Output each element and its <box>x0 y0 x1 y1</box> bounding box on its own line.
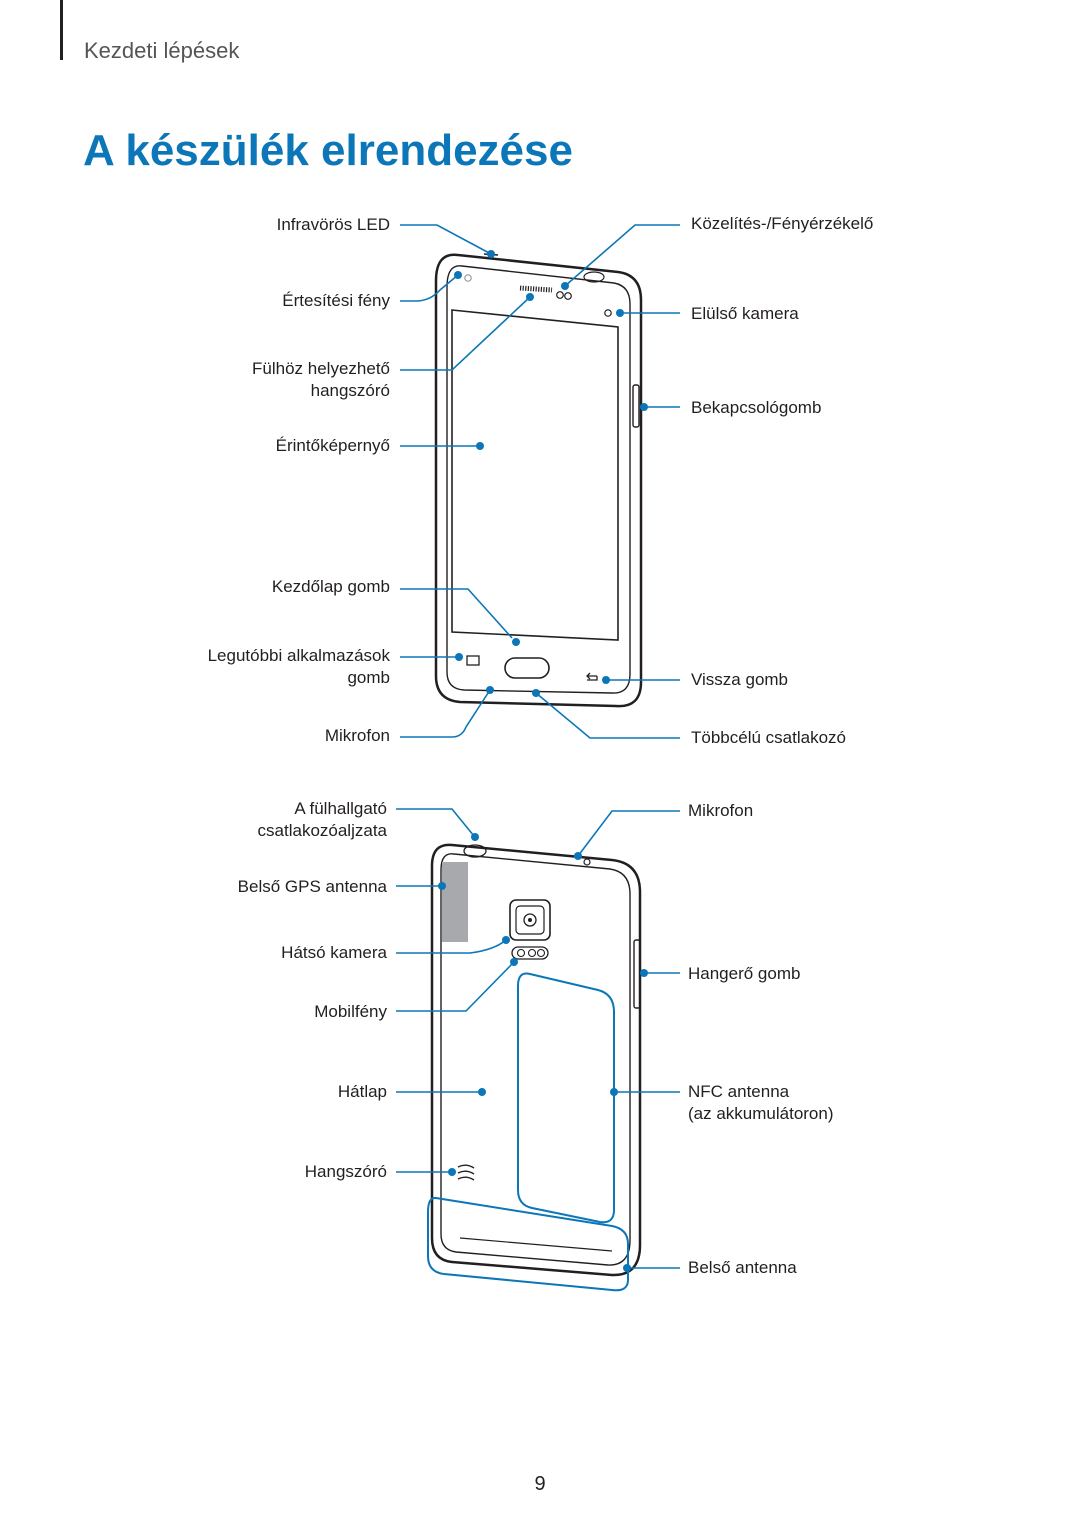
label-multipurpose-jack: Többcélú csatlakozó <box>691 728 846 747</box>
gps-antenna-area <box>442 862 468 942</box>
label-back-button: Vissza gomb <box>691 670 789 689</box>
label-proximity-sensor: Közelítés-/Fényérzékelő <box>691 214 874 233</box>
label-main-antenna: Belső antenna <box>688 1258 797 1277</box>
back-callouts <box>396 808 680 1269</box>
label-power-button: Bekapcsológomb <box>691 398 822 417</box>
front-callouts <box>400 224 680 739</box>
label-notification-light: Értesítési fény <box>282 291 390 310</box>
label-nfc-antenna: NFC antenna(az akkumulátoron) <box>688 1082 834 1123</box>
label-home-button: Kezdőlap gomb <box>271 577 390 596</box>
page-title: A készülék elrendezése <box>83 126 573 175</box>
back-phone-illustration <box>430 843 642 1277</box>
label-microphone-front: Mikrofon <box>324 726 390 745</box>
label-flash: Mobilfény <box>314 1002 387 1021</box>
page-number: 9 <box>534 1473 546 1495</box>
label-microphone-back: Mikrofon <box>688 801 754 820</box>
header-rule <box>60 0 63 60</box>
label-front-camera: Elülső kamera <box>691 304 799 323</box>
label-touchscreen: Érintőképernyő <box>275 436 390 455</box>
section-title: Kezdeti lépések <box>84 38 240 63</box>
front-phone-illustration <box>434 253 643 708</box>
back-callout-dots <box>438 833 648 1272</box>
label-back-cover: Hátlap <box>337 1082 387 1101</box>
label-speaker: Hangszóró <box>304 1162 387 1181</box>
nfc-and-antenna-outlines <box>427 972 629 1292</box>
label-rear-camera: Hátsó kamera <box>281 943 387 962</box>
label-gps-antenna: Belső GPS antenna <box>237 877 387 896</box>
label-volume-button: Hangerő gomb <box>688 964 801 983</box>
label-infrared-led: Infravörös LED <box>276 215 390 234</box>
front-callout-dots <box>454 250 648 697</box>
